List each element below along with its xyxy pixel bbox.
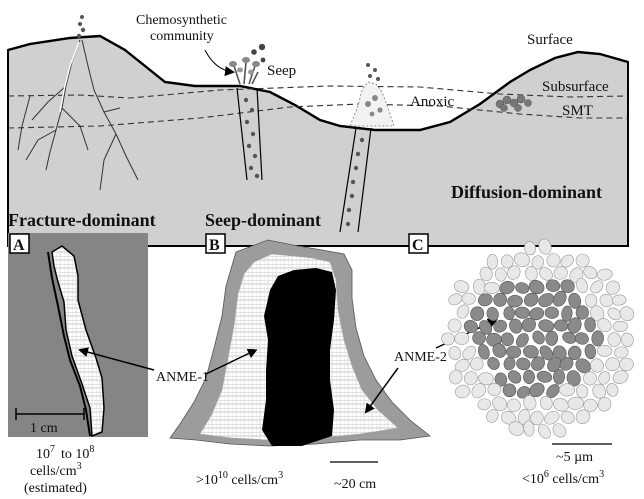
- bacterial-cell: [446, 317, 463, 334]
- bacterial-cell: [597, 345, 612, 356]
- anme2-cell: [503, 306, 514, 320]
- anme2-cell: [472, 331, 485, 344]
- seep-label: Seep: [267, 63, 296, 79]
- anme2-cell: [515, 356, 532, 371]
- subsurface-label: Subsurface: [542, 79, 609, 95]
- bacterial-cell: [487, 254, 498, 269]
- mound-bubbles: [366, 63, 380, 81]
- bacterial-cell: [607, 332, 621, 347]
- smt-label: SMT: [562, 103, 593, 119]
- fracture-dominant-label: Fracture-dominant: [8, 210, 156, 230]
- seep-dominant-label: Seep-dominant: [205, 210, 321, 230]
- bacterial-cell: [477, 398, 492, 411]
- bacterial-cell: [454, 383, 472, 399]
- bacterial-cell: [612, 294, 627, 306]
- anme2-cell: [507, 295, 523, 308]
- bacterial-cell: [619, 358, 634, 372]
- surface-label: Surface: [527, 32, 573, 48]
- panel-c-letter-box: C: [409, 234, 428, 254]
- anme2-cell: [469, 305, 486, 322]
- anme2-cell: [506, 368, 524, 386]
- bacterial-cell: [605, 357, 621, 372]
- anme2-cell: [576, 306, 589, 320]
- bacterial-cell: [484, 282, 500, 294]
- panel-a-note: (estimated): [24, 481, 87, 496]
- bacterial-cell: [447, 345, 462, 361]
- bacterial-cell: [455, 303, 471, 321]
- bacterial-cell: [461, 292, 476, 305]
- bacterial-cell: [447, 292, 464, 307]
- chemo-label-1: Chemosynthetic: [136, 13, 227, 28]
- anme2-cell: [515, 306, 531, 319]
- bacterial-cell: [453, 279, 470, 294]
- anme2-cell: [544, 306, 559, 319]
- anme2-cell: [574, 331, 590, 346]
- panel-c-density: <106 cells/cm3: [522, 469, 604, 487]
- anme2-cell: [485, 306, 500, 322]
- anme2-cell: [514, 281, 530, 295]
- bacterial-cell: [596, 268, 613, 281]
- panel-b-letter: B: [209, 237, 220, 254]
- panel-b-scale-label: ~20 cm: [334, 477, 376, 492]
- panel-a-letter-box: A: [10, 234, 29, 254]
- anoxic-mound: [350, 82, 394, 126]
- bacterial-cell: [620, 332, 635, 348]
- chemo-pointer: [205, 50, 233, 72]
- anme2-cell: [536, 370, 553, 384]
- bacterial-cell: [506, 398, 522, 413]
- anme2-cell: [545, 278, 561, 292]
- anme2-cell: [506, 346, 521, 359]
- panel-b-density: >1010 cells/cm3: [196, 470, 283, 488]
- panel-a-letter: A: [13, 237, 25, 254]
- anme2-cell: [545, 331, 558, 346]
- diffusion-dominant-label: Diffusion-dominant: [451, 182, 602, 202]
- bacterial-cell: [559, 384, 575, 397]
- anme2-cell: [553, 369, 565, 384]
- panel-a-density-line2: cells/cm3: [30, 461, 82, 479]
- chemosynthetic-community: [229, 44, 265, 84]
- panel-a-density-line1: 107to 108: [36, 444, 94, 462]
- chemo-label-2: community: [150, 29, 214, 44]
- anme1-black-mass: [262, 268, 336, 446]
- bacterial-cell: [552, 397, 570, 414]
- bacterial-cell: [546, 252, 562, 268]
- bacterial-cell: [494, 267, 507, 282]
- anme2-cell: [523, 370, 535, 384]
- anme2-cell: [591, 330, 604, 346]
- fracture-bubbles: [77, 15, 85, 38]
- anoxic-label: Anoxic: [410, 94, 455, 110]
- cell-consortium: [440, 238, 637, 441]
- panel-a-scale-label: 1 cm: [30, 421, 58, 436]
- bacterial-cell: [613, 321, 627, 332]
- anme2-label: ANME-2: [394, 350, 447, 365]
- panel-c-letter: C: [412, 237, 424, 254]
- anme2-cell: [584, 343, 597, 359]
- panel-b-letter-box: B: [206, 234, 225, 254]
- bacterial-cell: [605, 382, 620, 398]
- bacterial-cell: [567, 396, 584, 410]
- bacterial-cell: [617, 304, 637, 324]
- bacterial-cell: [588, 278, 605, 295]
- bacterial-cell: [614, 346, 629, 359]
- panel-c-scale-label: ~5 µm: [556, 450, 593, 465]
- anme1-label: ANME-1: [156, 370, 209, 385]
